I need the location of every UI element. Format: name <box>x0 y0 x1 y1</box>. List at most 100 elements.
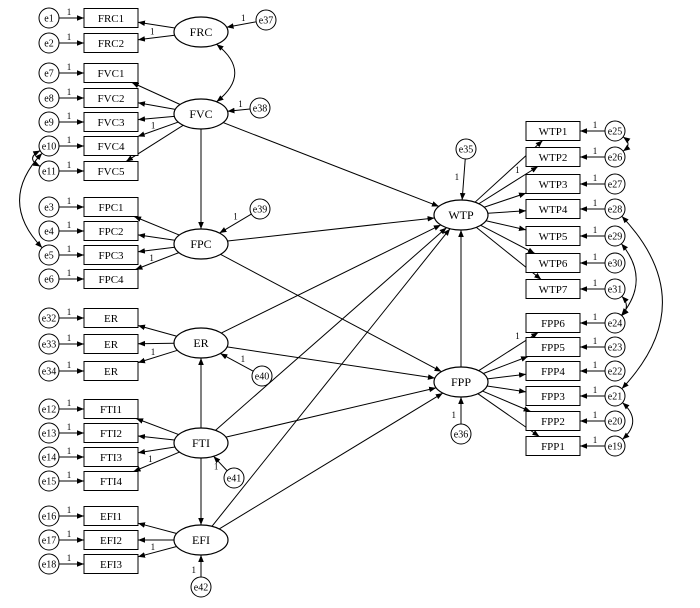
latent-ellipse-fpc <box>173 228 229 260</box>
error-label-e31: e31 <box>608 285 622 296</box>
error-circle-e35 <box>455 138 477 160</box>
indicator-box-era <box>83 308 139 328</box>
indicator-box-fvc1 <box>83 63 139 83</box>
error-label-e26: e26 <box>608 153 622 164</box>
loading-er-erc <box>137 349 178 364</box>
error-label-e6: e6 <box>44 275 53 286</box>
error-label-e4: e4 <box>44 227 53 238</box>
error-label-e33: e33 <box>42 340 56 351</box>
error-path-e39 <box>219 213 252 234</box>
loading-fpp-fpp5 <box>483 356 529 374</box>
error-path-e37 <box>226 21 257 29</box>
loading-wtp-wtp2 <box>478 166 539 205</box>
fixed-label-e36: 1 <box>452 410 457 420</box>
indicator-label-wtp3: WTP3 <box>539 179 568 191</box>
error-label-e5: e5 <box>44 251 53 262</box>
structural-path-fpc-wtp <box>227 215 435 242</box>
error-circle-e10 <box>38 135 60 157</box>
fixed-label-e13: 1 <box>67 422 72 432</box>
error-path-e38 <box>227 107 251 114</box>
fixed-label-e2: 1 <box>67 32 72 42</box>
indicator-label-fpp2: FPP2 <box>541 416 565 428</box>
fixed-loading-fti4: 1 <box>148 454 153 464</box>
fixed-label-e5: 1 <box>67 244 72 254</box>
indicator-box-fpc4 <box>83 269 139 289</box>
indicator-label-fti4: FTI4 <box>100 476 123 488</box>
error-circle-e20 <box>604 410 626 432</box>
labels-layer: 1111111111111111111111111111111111111111… <box>42 7 622 594</box>
indicator-label-fti2: FTI2 <box>100 428 122 440</box>
fixed-label-e11: 1 <box>67 160 72 170</box>
indicator-box-fvc4 <box>83 136 139 156</box>
structural-path-efi-fpp <box>218 392 444 530</box>
error-label-e7: e7 <box>44 69 53 80</box>
error-label-e12: e12 <box>42 405 56 416</box>
error-circle-e30 <box>604 252 626 274</box>
error-label-e30: e30 <box>608 259 622 270</box>
fixed-label-e30: 1 <box>593 252 598 262</box>
error-label-e21: e21 <box>608 392 622 403</box>
fixed-label-e37: 1 <box>241 13 246 23</box>
fixed-label-e22: 1 <box>593 360 598 370</box>
error-circle-e21 <box>604 385 626 407</box>
latent-label-frc: FRC <box>190 25 213 39</box>
structural-path-efi-wtp <box>211 228 451 527</box>
indicator-label-fvc1: FVC1 <box>98 68 125 80</box>
error-circle-e13 <box>38 422 60 444</box>
fixed-label-e12: 1 <box>67 398 72 408</box>
indicator-label-efi1: EFI1 <box>100 511 122 523</box>
error-label-e42: e42 <box>194 583 208 594</box>
error-circle-e8 <box>38 87 60 109</box>
indicator-box-fpp6 <box>525 313 581 333</box>
error-label-e15: e15 <box>42 477 56 488</box>
fixed-loading-fpp6: 1 <box>515 331 520 341</box>
fixed-label-e10: 1 <box>67 135 72 145</box>
fixed-label-e24: 1 <box>593 312 598 322</box>
indicator-label-frc2: FRC2 <box>98 38 124 50</box>
loading-fpp-fpp2 <box>482 390 531 412</box>
fixed-label-e27: 1 <box>593 173 598 183</box>
covariance-e28-e21 <box>621 215 663 390</box>
error-label-e8: e8 <box>44 94 53 105</box>
fixed-label-e14: 1 <box>67 446 72 456</box>
error-label-e2: e2 <box>44 39 53 50</box>
error-circle-e42 <box>190 576 212 598</box>
fixed-loading-fvc4: 1 <box>151 120 156 130</box>
structural-path-fpc-fpp <box>220 253 442 373</box>
fixed-label-e20: 1 <box>593 410 598 420</box>
paths-layer <box>19 15 663 577</box>
error-circle-e41 <box>223 467 245 489</box>
indicator-box-wtp7 <box>525 279 581 299</box>
latent-ellipse-fpp <box>433 366 489 398</box>
error-circle-e7 <box>38 62 60 84</box>
indicator-label-wtp7: WTP7 <box>539 284 568 296</box>
error-circle-e26 <box>604 146 626 168</box>
indicator-box-fpc1 <box>83 197 139 217</box>
error-label-e20: e20 <box>608 417 622 428</box>
error-circle-e2 <box>38 32 60 54</box>
error-circle-e36 <box>450 423 472 445</box>
fixed-label-e35: 1 <box>455 172 460 182</box>
indicator-box-frc2 <box>83 33 139 53</box>
fixed-label-e42: 1 <box>192 565 197 575</box>
error-label-e34: e34 <box>42 367 56 378</box>
indicator-label-fti1: FTI1 <box>100 404 122 416</box>
indicator-box-efi3 <box>83 554 139 574</box>
loading-fpc-fpc2 <box>137 233 175 241</box>
indicator-label-fpp1: FPP1 <box>541 441 565 453</box>
error-circle-e31 <box>604 278 626 300</box>
error-label-e25: e25 <box>608 127 622 138</box>
fixed-label-e31: 1 <box>593 278 598 288</box>
fixed-label-e19: 1 <box>593 435 598 445</box>
fixed-loading-erc: 1 <box>151 347 156 357</box>
loading-efi-efi1 <box>137 522 177 534</box>
error-circle-e28 <box>604 198 626 220</box>
indicator-label-fti3: FTI3 <box>100 452 123 464</box>
error-circle-e24 <box>604 312 626 334</box>
fixed-loading-frc2: 1 <box>150 26 155 36</box>
fixed-label-e41: 1 <box>214 462 219 472</box>
fixed-loading-wtp2: 1 <box>515 165 520 175</box>
error-path-e41 <box>213 455 228 472</box>
error-circle-e16 <box>38 505 60 527</box>
error-circle-e19 <box>604 435 626 457</box>
